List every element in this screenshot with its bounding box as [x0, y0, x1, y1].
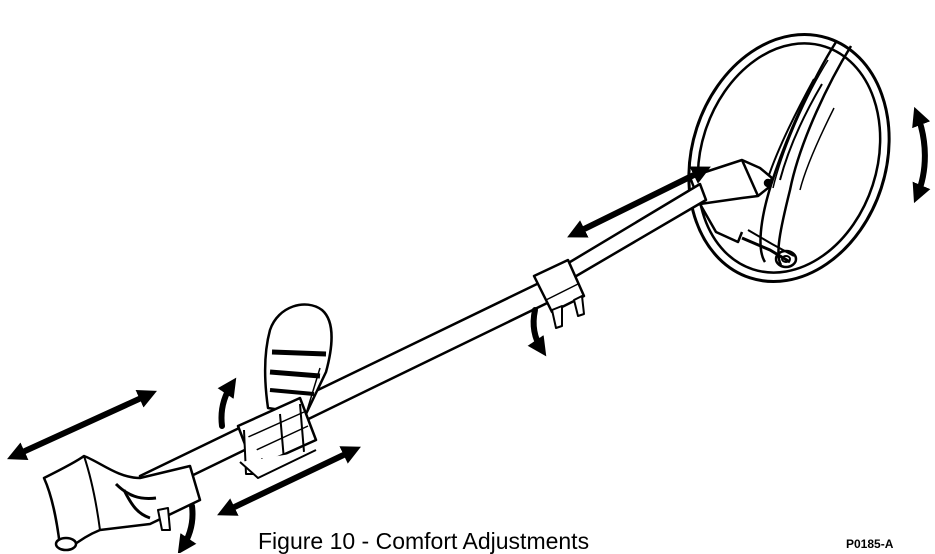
- armrest-slide-arrow: [7, 390, 157, 460]
- figure-code: P0185-A: [846, 537, 894, 551]
- handle-rotation-arrow: [217, 377, 237, 429]
- armrest-clip-arrow: [177, 503, 197, 553]
- handle-slide-arrow: [217, 446, 361, 516]
- coil-shaft-slide-arrow: [567, 166, 711, 238]
- adjustment-arrows: [7, 106, 931, 553]
- search-coil: [687, 32, 891, 284]
- main-shaft: [138, 258, 586, 498]
- handle-assembly: [236, 303, 333, 479]
- figure-caption: Figure 10 - Comfort Adjustments: [258, 528, 590, 554]
- armrest-cuff: [42, 454, 202, 552]
- shaft-lock-arrow: [527, 307, 547, 357]
- coil-tilt-arrow: [912, 106, 931, 204]
